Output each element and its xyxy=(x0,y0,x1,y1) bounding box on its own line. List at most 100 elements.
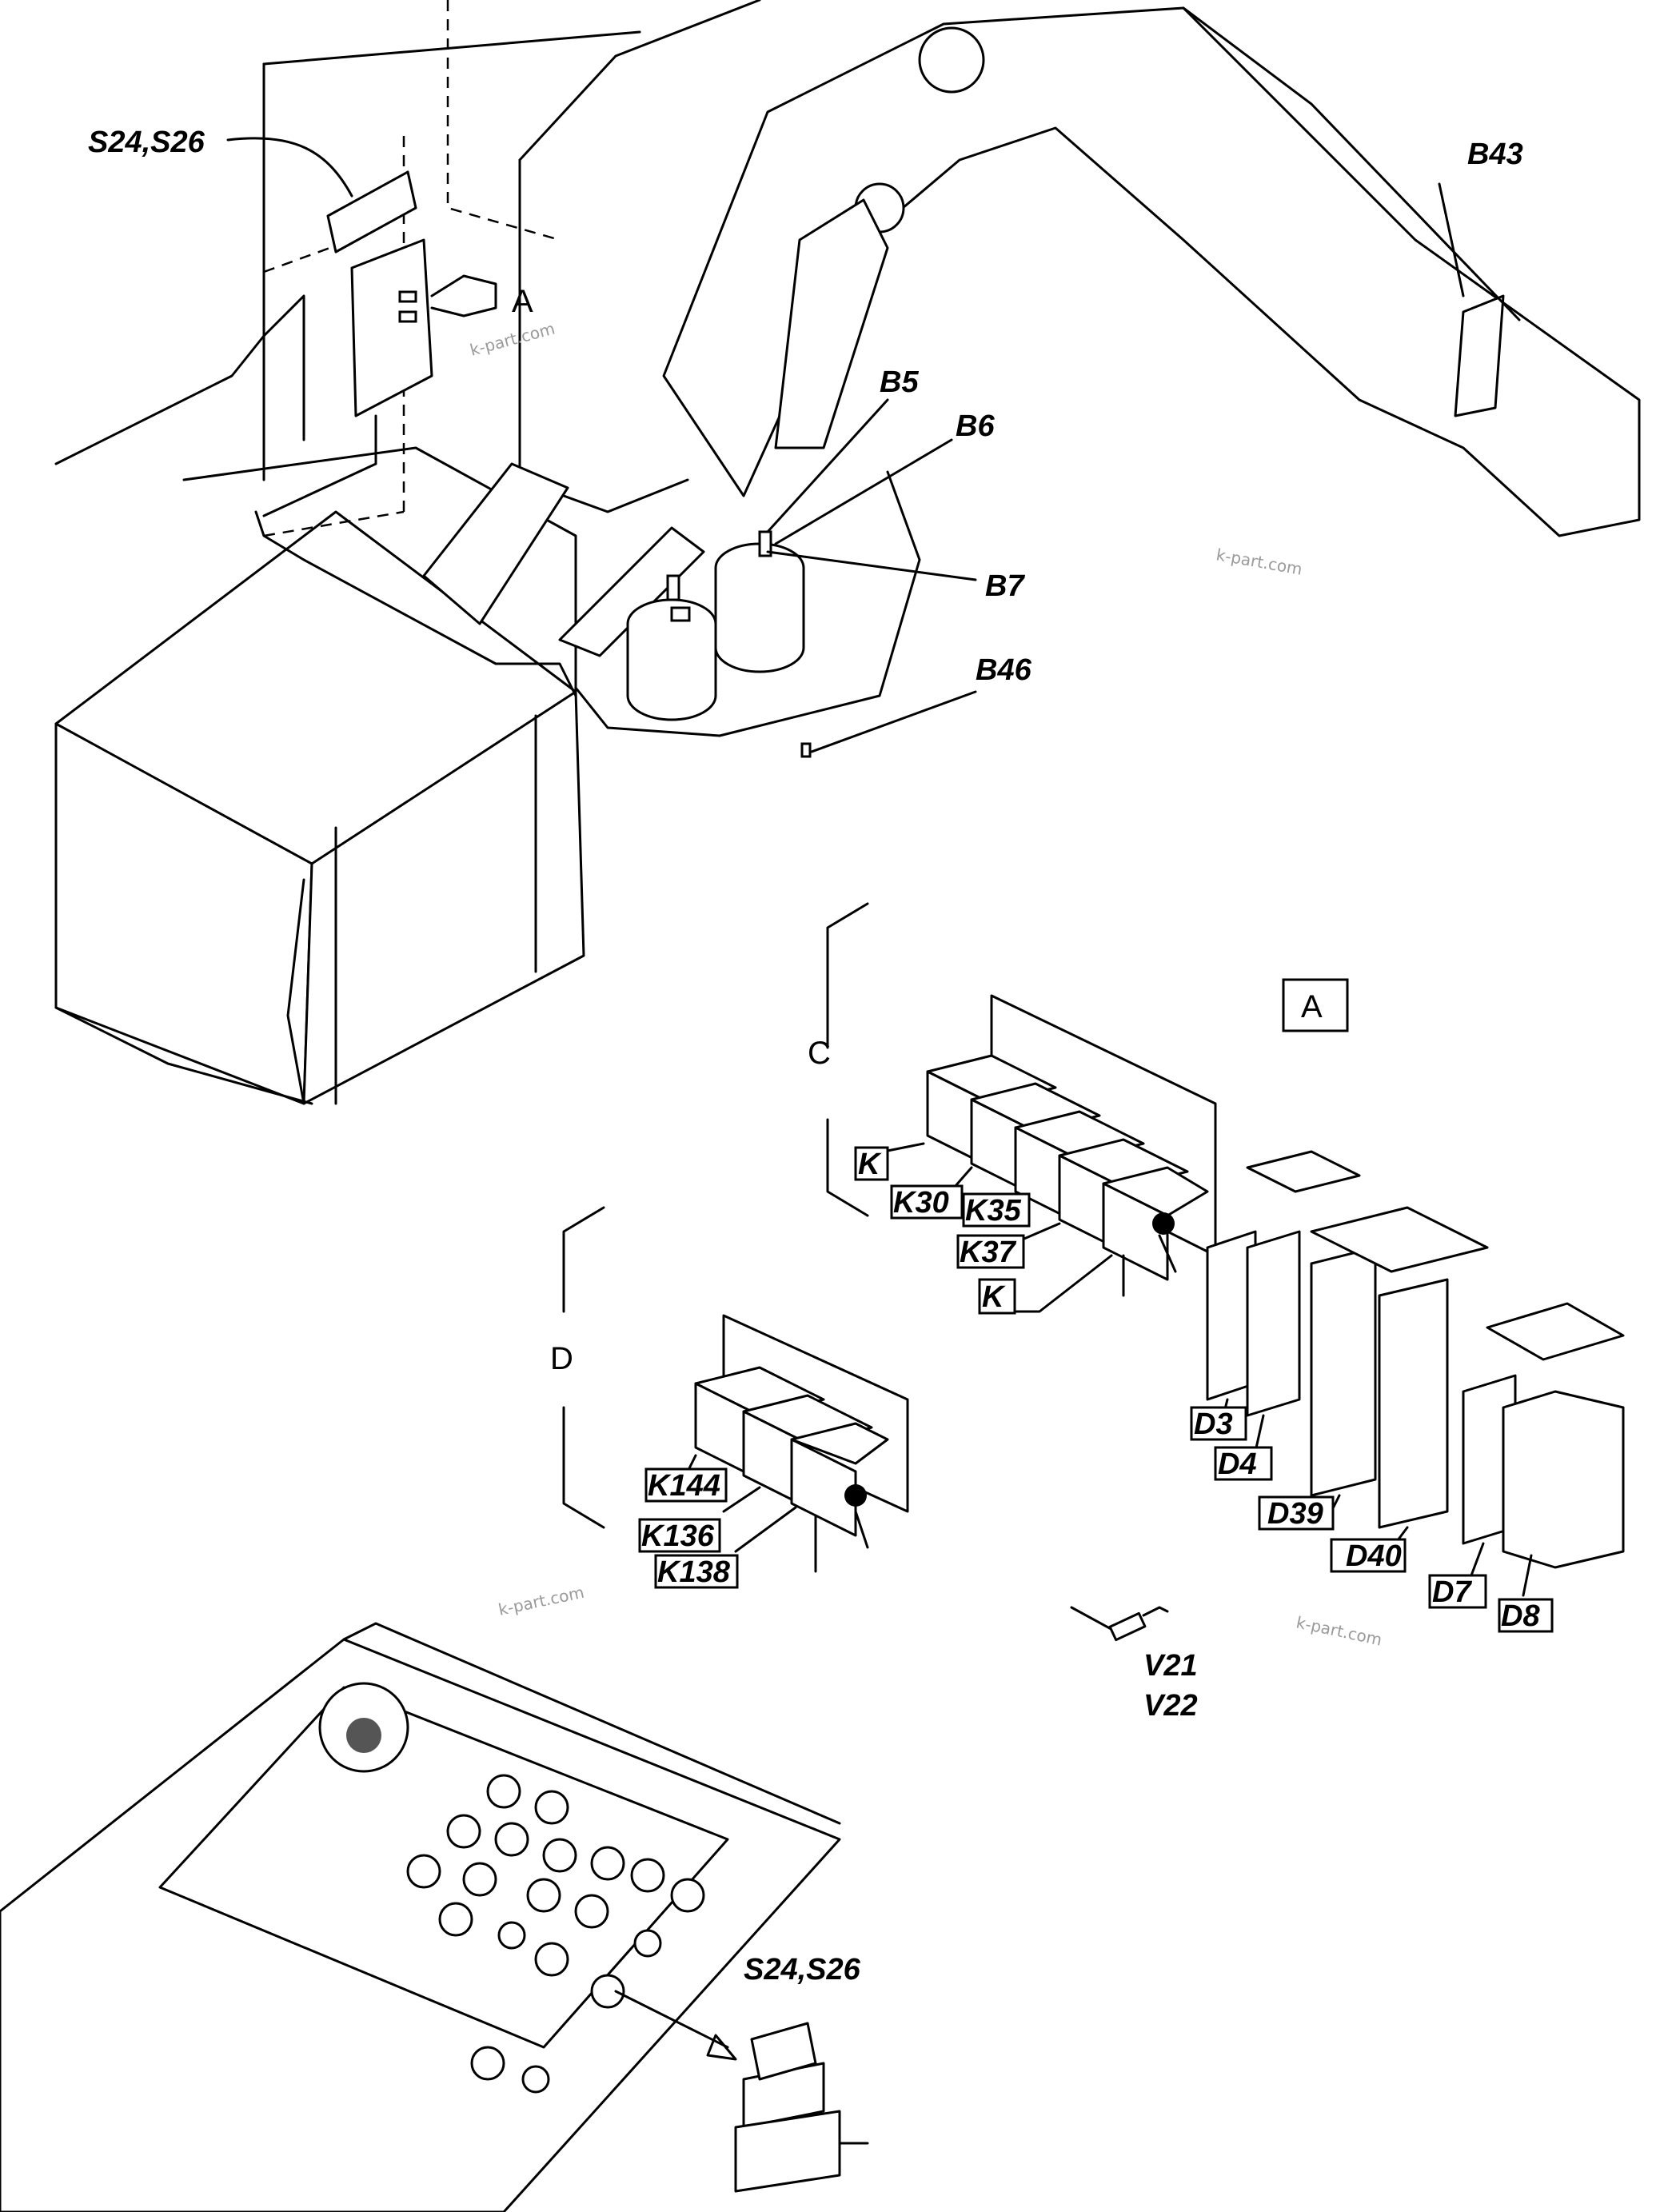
label-b7: B7 xyxy=(985,569,1025,603)
label-v21: V21 xyxy=(1143,1649,1198,1683)
module-d39-d40-top xyxy=(1310,1206,1489,1273)
tag-box-k144 xyxy=(644,1467,728,1503)
tag-box-k30 xyxy=(890,1184,964,1220)
label-d3: D3 xyxy=(1194,1407,1233,1441)
front-top-edge xyxy=(54,510,577,725)
hidden-line-top xyxy=(446,0,561,242)
label-k144: K144 xyxy=(648,1469,720,1503)
label-b43: B43 xyxy=(1467,138,1523,171)
tag-box-k136 xyxy=(638,1518,721,1553)
leader-b7 xyxy=(766,550,977,581)
sensor-b46-body xyxy=(800,742,812,758)
leader-b43 xyxy=(1438,182,1465,297)
tag-box-k138 xyxy=(654,1554,739,1589)
label-k30: K30 xyxy=(893,1186,949,1220)
boom-inner-edge xyxy=(1182,6,1521,321)
rocker-switch-base xyxy=(734,2110,841,2193)
view-arrow-a xyxy=(430,274,497,317)
switch-knob xyxy=(630,1858,665,1893)
cab-block-top xyxy=(518,0,761,162)
label-d39: D39 xyxy=(1267,1497,1323,1531)
label-k136: K136 xyxy=(641,1519,715,1553)
switch-knob xyxy=(590,1846,625,1881)
label-d4: D4 xyxy=(1218,1447,1257,1481)
leader-b46 xyxy=(810,690,977,753)
panel-faceplate xyxy=(158,1686,729,2049)
control-panel xyxy=(0,1622,869,2212)
leader-k-bottom xyxy=(1014,1254,1113,1313)
switch-knob xyxy=(590,1974,625,2009)
label-group-d: D xyxy=(550,1341,573,1376)
front-right-face xyxy=(302,690,585,1105)
label-k138: K138 xyxy=(657,1555,731,1589)
tag-box-d4 xyxy=(1214,1446,1273,1481)
rocker-switch-cap xyxy=(750,2022,817,2081)
front-bottom-edge xyxy=(54,1006,313,1105)
key-switch xyxy=(521,2065,550,2094)
cable-branch xyxy=(262,414,377,517)
switch-knob xyxy=(526,1878,561,1913)
switch-knob xyxy=(486,1774,521,1809)
label-b5: B5 xyxy=(880,365,919,399)
label-s24-s26-bottom: S24,S26 xyxy=(744,1953,861,1986)
label-k-top: K xyxy=(858,1148,882,1181)
tag-box-k35 xyxy=(962,1192,1031,1228)
sensor-b7-body xyxy=(670,606,691,622)
diode-lead-left xyxy=(1070,1606,1117,1633)
switch-knob xyxy=(406,1854,441,1889)
labels: S24,S26 A B43 B5 B6 B7 B46 A C D K K30 K… xyxy=(88,126,1554,1986)
switch-knob xyxy=(534,1790,569,1825)
panel-lip xyxy=(342,1622,841,1825)
watermark: k-part.com xyxy=(1295,1612,1384,1649)
panel-gauge-dial xyxy=(346,1718,381,1753)
watermark: k-part.com xyxy=(1215,545,1303,579)
label-k35: K35 xyxy=(965,1194,1022,1228)
diode-body xyxy=(1108,1611,1147,1642)
switch-knob xyxy=(670,1878,705,1913)
leader-d7 xyxy=(1470,1542,1485,1577)
tag-box-d7 xyxy=(1428,1574,1487,1609)
panel-switches xyxy=(406,1774,705,2094)
leader-s24-top xyxy=(226,137,353,198)
leader-b6 xyxy=(774,438,953,545)
tag-box-k37 xyxy=(956,1234,1025,1269)
leader-k138 xyxy=(734,1506,797,1553)
tag-box-k-top xyxy=(854,1146,889,1181)
accumulator-1-body xyxy=(626,624,717,721)
lift-arm-right xyxy=(558,526,705,657)
bracket-d-top xyxy=(562,1206,605,1313)
label-b46: B46 xyxy=(976,653,1032,687)
relay-d3-face xyxy=(790,1438,857,1537)
watermark: k-part.com xyxy=(497,1583,586,1619)
connector-socket xyxy=(470,2046,505,2081)
relay-d-knob xyxy=(844,1484,867,1507)
platform-corner xyxy=(262,294,305,441)
switch-knob xyxy=(494,1822,529,1857)
relay-d3-top xyxy=(790,1422,889,1465)
label-v22: V22 xyxy=(1143,1689,1198,1723)
sensor-b43 xyxy=(1454,294,1505,417)
switch-knob xyxy=(462,1862,497,1897)
sensor-b6-body xyxy=(758,530,772,557)
leader-arrowhead xyxy=(706,2034,737,2061)
label-k37: K37 xyxy=(960,1236,1017,1269)
label-view-a: A xyxy=(512,284,533,319)
boom-pin-top xyxy=(918,26,985,94)
tag-box-d8 xyxy=(1498,1598,1554,1633)
accumulator-2-body xyxy=(714,568,805,673)
module-d8 xyxy=(1502,1390,1625,1569)
boom-main-body xyxy=(662,6,1641,537)
switch-knob xyxy=(534,1942,569,1977)
switch-slot-2 xyxy=(398,310,417,323)
label-d8: D8 xyxy=(1501,1599,1540,1633)
module-d3-d4-top xyxy=(1246,1150,1361,1193)
tag-box-d3 xyxy=(1190,1406,1247,1441)
toggle-switch xyxy=(633,1929,662,1958)
accumulator-tray xyxy=(574,470,921,737)
leader-d8 xyxy=(1522,1554,1533,1597)
lift-arms xyxy=(422,398,977,758)
module-d39 xyxy=(1310,1246,1377,1497)
relay-5-face xyxy=(1102,1182,1169,1281)
